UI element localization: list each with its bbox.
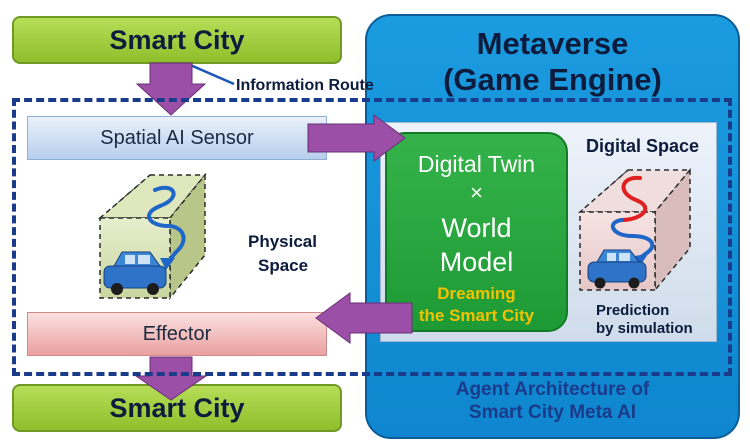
metaverse-title-line2: (Game Engine) [443,62,662,97]
digital-twin-line3: Model [439,247,514,277]
right-arrow-sensor-to-twin [307,114,406,162]
agent-architecture-line1: Agent Architecture of [455,379,650,400]
left-arrow-twin-to-effector [315,292,413,344]
digital-twin-times: × [470,180,483,205]
agent-architecture-line2: Smart City Meta AI [468,402,637,423]
digital-twin-line2: World [441,213,512,243]
information-route-pointer [187,62,235,86]
agent-architecture-frame [12,98,732,376]
effector-bar: Effector [27,312,327,356]
digital-twin-sub1: Dreaming [437,284,516,303]
digital-space-title: Digital Space [586,136,700,156]
smart-city-top-box: Smart City [12,16,342,64]
digital-space-caption-2: by simulation [596,320,693,337]
digital-space-caption-1: Prediction [596,302,670,319]
digital-twin-sub2: the Smart City [418,306,535,325]
effector-label: Effector [142,322,212,345]
metaverse-title-line1: Metaverse [476,26,629,61]
information-route-label: Information Route [236,77,374,94]
smart-city-top-label: Smart City [109,24,245,55]
physical-space-label-1: Physical [248,232,317,251]
physical-car-icon [103,251,167,295]
metaverse-title: Metaverse (Game Engine) [365,26,740,98]
digital-car-icon [587,249,647,289]
physical-space-label-2: Space [258,256,309,275]
smart-city-bottom-label: Smart City [109,392,245,423]
spatial-ai-sensor-label: Spatial AI Sensor [100,126,254,149]
down-arrow-bottom [134,356,208,401]
digital-twin-line1: Digital Twin [417,151,536,177]
agent-architecture-label: Agent Architecture of Smart City Meta AI [365,378,740,424]
digital-twin-box [385,132,568,332]
spatial-ai-sensor-bar: Spatial AI Sensor [27,116,327,160]
